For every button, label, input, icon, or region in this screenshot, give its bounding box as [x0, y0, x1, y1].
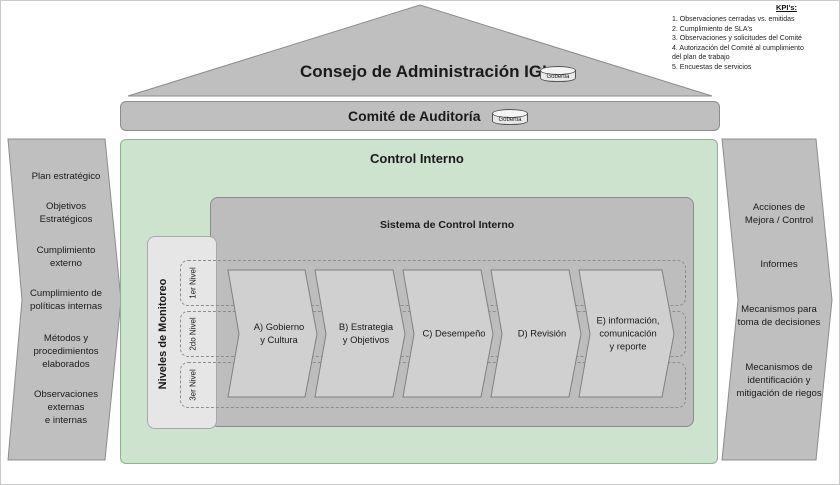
phase-chevron	[402, 269, 494, 398]
monitoring-levels-box	[147, 236, 217, 429]
kpi-item: 3. Observaciones y solicitudes del Comit…	[672, 35, 802, 43]
sistema-control-title: Sistema de Control Interno	[380, 219, 515, 231]
audit-committee-beam	[120, 101, 720, 131]
kpi-title: KPI's:	[776, 3, 797, 12]
board-title: Consejo de Administración IGI	[300, 62, 547, 81]
gobertia-label: Gobertia	[498, 117, 522, 123]
kpi-item: 4. Autorización del Comité al cumplimien…	[672, 44, 804, 52]
output-item: Informes	[760, 259, 798, 270]
gobertia-label: Gobertia	[546, 74, 570, 80]
gobertia-database-icon: Gobertia	[492, 109, 528, 127]
kpi-item: 1. Observaciones cerradas vs. emitidas	[672, 16, 795, 23]
audit-committee-title: Comité de Auditoría	[348, 108, 481, 124]
gobertia-database-icon: Gobertia	[540, 66, 576, 84]
control-interno-title: Control Interno	[370, 151, 464, 166]
kpi-item: del plan de trabajo	[672, 54, 730, 62]
phase-label: C) Desempeño	[422, 327, 486, 339]
phase-chevron	[227, 269, 318, 398]
phase-chevron	[490, 269, 582, 398]
kpi-list: 1. Observaciones cerradas vs. emitidas 2…	[672, 15, 837, 73]
input-item: Plan estratégico	[31, 171, 101, 182]
phase-chevron	[578, 269, 675, 398]
kpi-item: 2. Cumplimiento de SLA's	[672, 25, 753, 33]
kpi-item: 5. Encuestas de servicios	[672, 63, 752, 71]
phase-chevron	[314, 269, 406, 398]
phase-label: D) Revisión	[517, 327, 567, 339]
